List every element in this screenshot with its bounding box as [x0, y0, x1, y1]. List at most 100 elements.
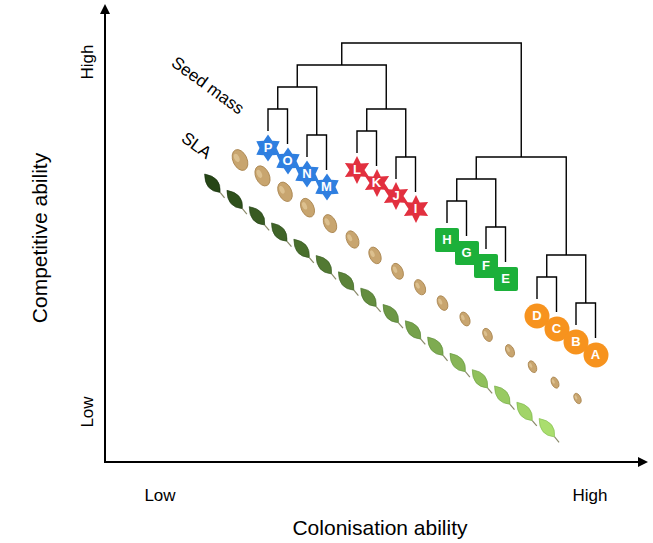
seed-body — [298, 196, 318, 219]
seed-highlight — [369, 250, 375, 258]
seed-body — [229, 147, 251, 173]
seed-highlight — [574, 395, 578, 400]
leaf-stem — [398, 323, 402, 328]
leaf-blade — [535, 415, 559, 440]
seed — [389, 261, 406, 281]
species-letter: J — [383, 183, 409, 209]
dendrogram-branch — [547, 255, 586, 303]
seed — [549, 376, 560, 390]
seed-highlight — [392, 266, 398, 274]
circle-shape — [583, 343, 608, 368]
leaf — [513, 399, 541, 430]
leaf-stem — [309, 258, 313, 263]
seed — [504, 343, 517, 358]
seed-highlight — [278, 185, 286, 194]
seed-body — [412, 278, 428, 297]
dendrogram-branch — [278, 87, 317, 135]
seed — [527, 359, 539, 373]
leaf-stem — [421, 339, 425, 344]
axis-label: Low — [144, 486, 175, 506]
leaf — [200, 171, 228, 202]
leaf-stem — [465, 372, 469, 377]
species-letter: A — [583, 342, 609, 368]
leaf-stem — [443, 355, 447, 360]
leaf-stem — [555, 437, 559, 442]
leaf-blade — [290, 236, 314, 261]
leaf-stem — [510, 404, 514, 409]
species-letter: I — [403, 196, 429, 222]
seed — [366, 245, 383, 266]
star-shape — [364, 169, 388, 197]
leaf — [401, 317, 429, 348]
seed-highlight — [301, 201, 308, 210]
seed-highlight — [346, 234, 353, 242]
leaf-blade — [267, 219, 291, 244]
leaf-blade — [334, 268, 358, 293]
leaf — [490, 382, 518, 413]
seed — [298, 196, 318, 219]
species-letter: N — [294, 161, 320, 187]
leaf-blade — [513, 399, 537, 424]
seed — [229, 147, 251, 173]
leaf-stem — [532, 421, 536, 426]
leaf-stem — [488, 388, 492, 393]
species-letter: P — [255, 135, 281, 161]
seed-body — [435, 294, 450, 312]
leaf-stem — [220, 192, 224, 197]
seed — [412, 278, 428, 297]
dendrogram-branch — [457, 179, 496, 227]
seed — [321, 212, 340, 234]
seed-highlight — [483, 330, 488, 336]
cluster-star6: O — [275, 148, 301, 174]
seed-body — [389, 261, 406, 281]
species-letter: K — [364, 170, 390, 196]
leaf-blade — [468, 366, 492, 391]
leaf-stem — [287, 241, 291, 246]
leaf — [379, 301, 407, 332]
seed — [275, 180, 295, 204]
dendrogram-branch — [297, 65, 386, 109]
star-shape — [384, 182, 408, 210]
seed-body — [366, 245, 383, 266]
seed-body — [481, 327, 495, 343]
seed-highlight — [528, 363, 532, 369]
trait-label: SLA — [177, 128, 215, 163]
seed — [458, 310, 472, 327]
cluster-star6: P — [255, 135, 281, 161]
cluster-star6: M — [314, 174, 340, 200]
seed-highlight — [233, 153, 241, 163]
seed-body — [527, 359, 539, 373]
cluster-star5: K — [364, 170, 390, 196]
seed-highlight — [324, 217, 331, 226]
leaf — [223, 187, 251, 218]
y-axis — [104, 6, 106, 463]
seed-body — [321, 212, 340, 234]
seed — [572, 392, 582, 405]
cluster-star5: I — [403, 196, 429, 222]
species-letter: M — [314, 174, 340, 200]
seed-highlight — [460, 314, 465, 321]
seed-highlight — [415, 282, 421, 289]
leaf-blade — [379, 301, 403, 326]
axis-label: Low — [78, 396, 98, 427]
seed-body — [549, 376, 560, 390]
x-axis — [104, 461, 646, 463]
leaf-blade — [490, 382, 514, 407]
leaf-blade — [423, 334, 447, 359]
leaf-blade — [200, 171, 224, 196]
star-shape — [403, 195, 427, 223]
leaf-blade — [245, 203, 269, 228]
square-shape — [494, 267, 518, 291]
leaf — [312, 252, 340, 283]
seed — [481, 327, 495, 343]
seed-highlight — [506, 347, 511, 353]
leaf-blade — [312, 252, 336, 277]
cluster-circle: A — [583, 342, 609, 368]
cluster-star5: J — [383, 183, 409, 209]
seed-body — [252, 163, 273, 188]
seed-highlight — [437, 298, 443, 305]
axis-label: Colonisation ability — [292, 516, 467, 540]
leaf-blade — [357, 285, 381, 310]
leaf-blade — [223, 187, 247, 212]
